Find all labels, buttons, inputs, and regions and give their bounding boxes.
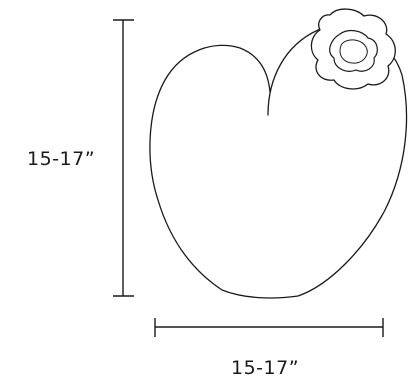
width-dimension-line xyxy=(154,318,384,337)
height-dimension-line xyxy=(113,19,134,297)
height-label: 15-17” xyxy=(27,148,96,170)
flower-inner-ring xyxy=(339,39,368,64)
flower-center xyxy=(329,29,378,72)
width-label: 15-17” xyxy=(231,357,300,379)
